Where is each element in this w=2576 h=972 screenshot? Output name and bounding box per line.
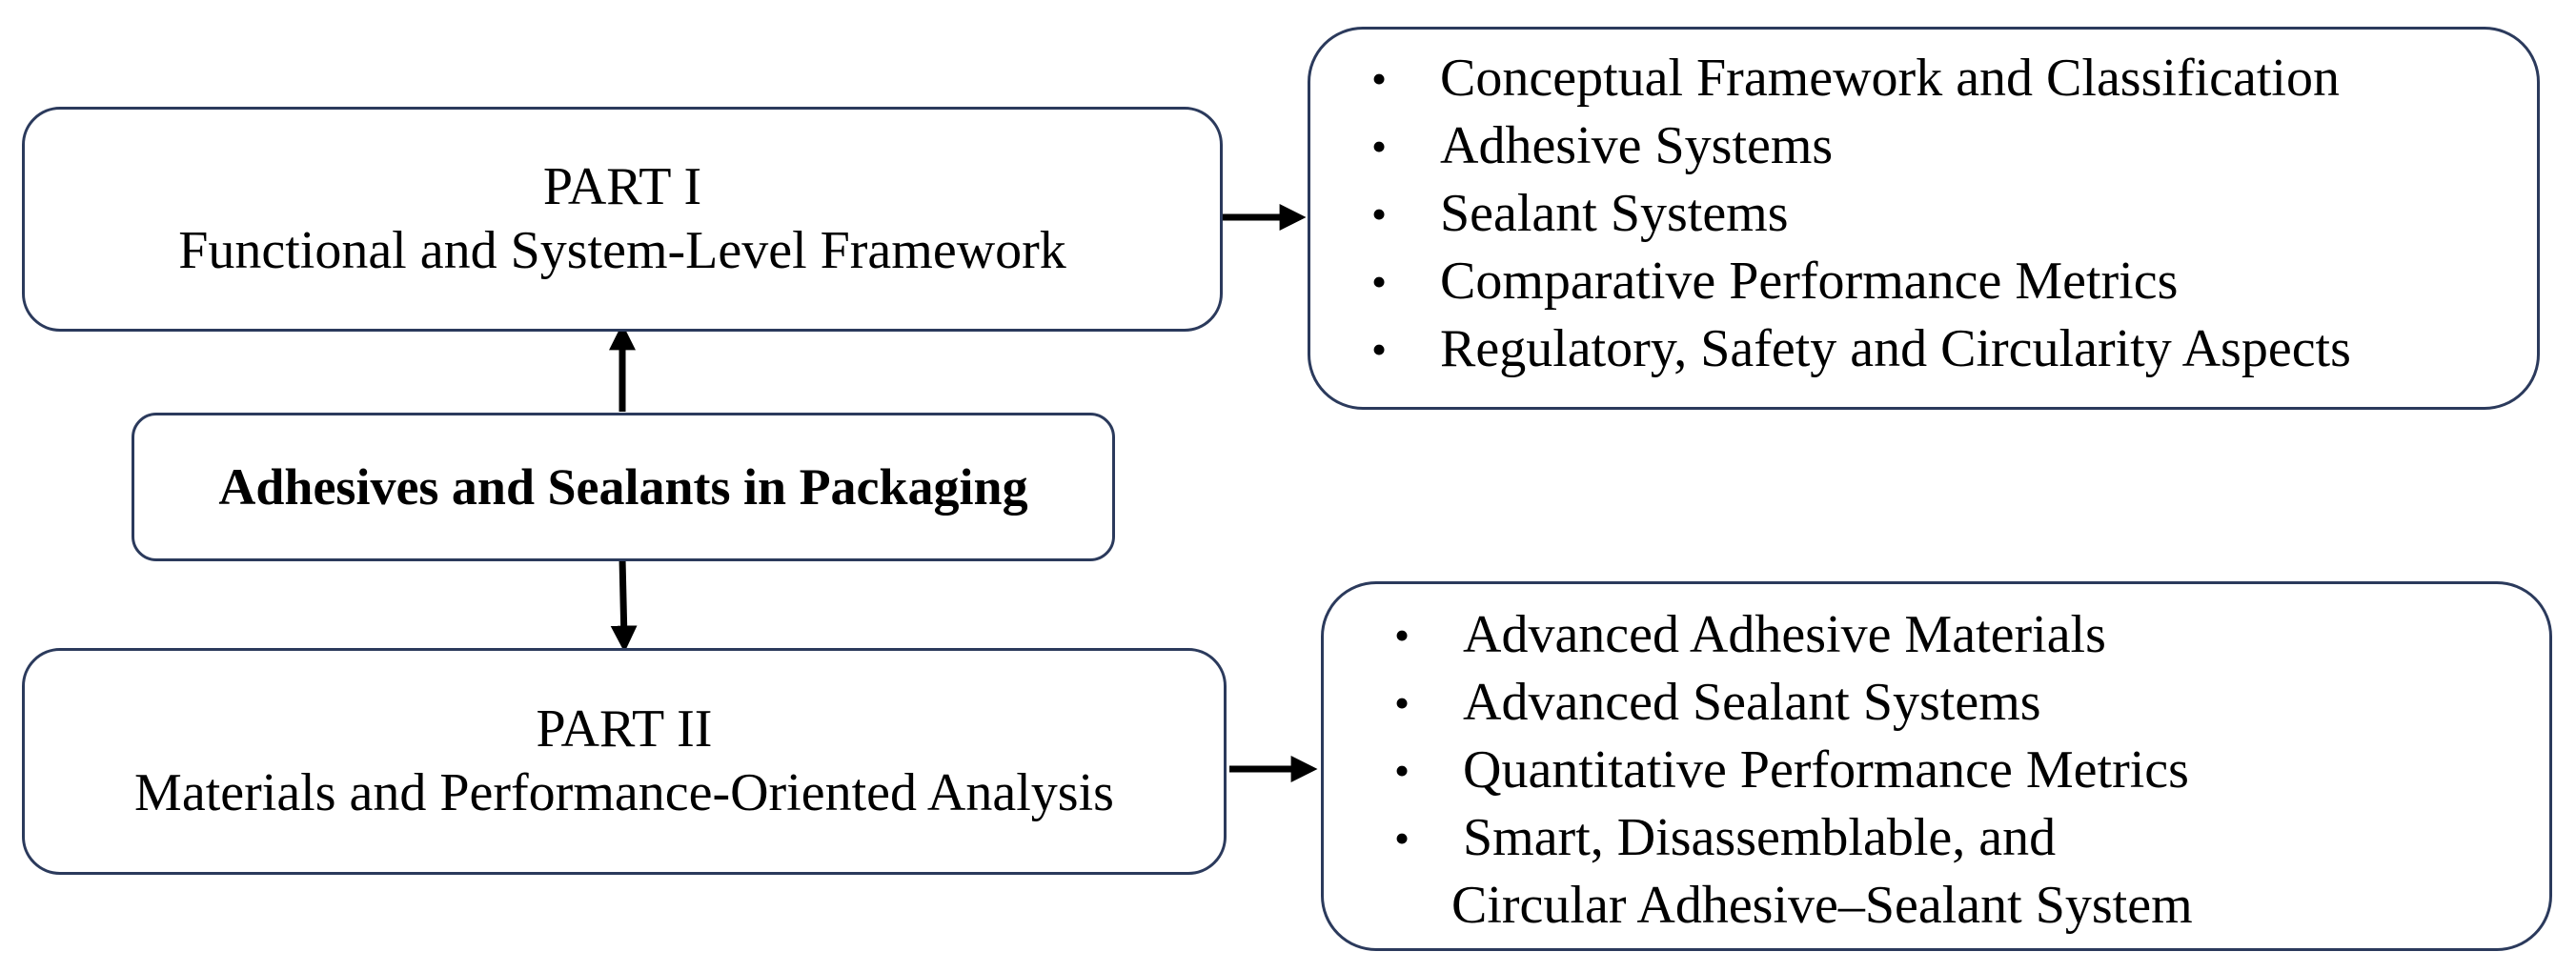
list-item: •Sealant Systems	[1364, 180, 2351, 248]
part2-topics-box: •Advanced Adhesive Materials •Advanced S…	[1321, 581, 2552, 951]
list-item-continuation: Circular Adhesive–Sealant System	[1451, 876, 2193, 935]
part2-title: PART II	[536, 699, 713, 759]
part2-subtitle: Materials and Performance-Oriented Analy…	[134, 763, 1114, 822]
center-topic-box: Adhesives and Sealants in Packaging	[132, 413, 1115, 561]
list-item: •Conceptual Framework and Classification	[1364, 45, 2351, 112]
bullet-icon: •	[1394, 678, 1410, 727]
list-item: •Quantitative Performance Metrics	[1387, 737, 2193, 804]
bullet-icon: •	[1394, 611, 1410, 659]
part1-title: PART I	[542, 156, 702, 216]
bullet-icon: •	[1371, 122, 1388, 171]
center-topic-label: Adhesives and Sealants in Packaging	[218, 458, 1028, 516]
part1-box: PART I Functional and System-Level Frame…	[22, 107, 1223, 332]
list-item: •Regulatory, Safety and Circularity Aspe…	[1364, 315, 2351, 383]
part1-topics-list: •Conceptual Framework and Classification…	[1364, 45, 2351, 383]
bullet-icon: •	[1394, 814, 1410, 862]
bullet-icon: •	[1371, 54, 1388, 103]
list-item: •Advanced Adhesive Materials	[1387, 601, 2193, 669]
part2-topics-list: •Advanced Adhesive Materials •Advanced S…	[1387, 601, 2193, 940]
arrow-center-to-part2	[610, 557, 638, 653]
bullet-icon: •	[1394, 746, 1410, 795]
list-item: •Advanced Sealant Systems	[1387, 669, 2193, 737]
part1-subtitle: Functional and System-Level Framework	[178, 221, 1066, 280]
bullet-icon: •	[1371, 257, 1388, 306]
part1-topics-box: •Conceptual Framework and Classification…	[1308, 27, 2540, 410]
list-item: •Comparative Performance Metrics	[1364, 248, 2351, 315]
list-item: •Smart, Disassemblable, and	[1387, 804, 2193, 872]
list-item: •Adhesive Systems	[1364, 112, 2351, 180]
bullet-icon: •	[1371, 325, 1388, 374]
part2-box: PART II Materials and Performance-Orient…	[22, 648, 1227, 875]
bullet-icon: •	[1371, 190, 1388, 238]
